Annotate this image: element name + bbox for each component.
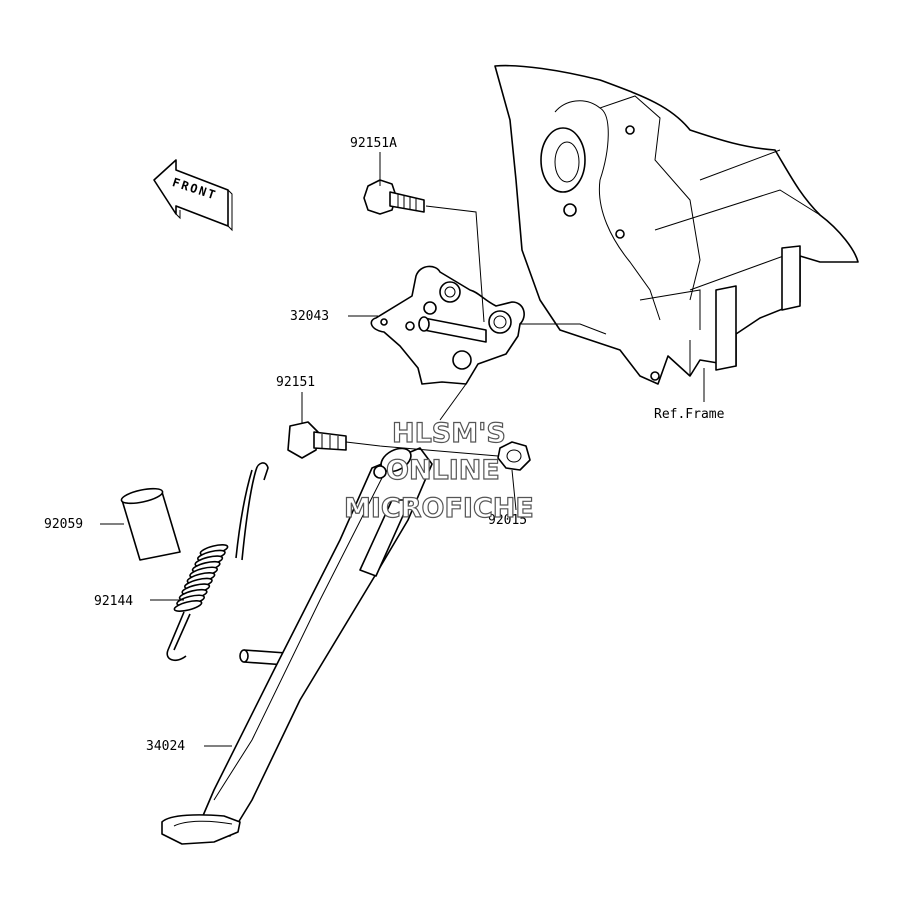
part-labels: 92151A 32043 92151 92015 92059 92144 340… bbox=[44, 136, 725, 754]
frame-drawing bbox=[494, 64, 859, 385]
label-92151: 92151 bbox=[276, 375, 315, 390]
front-arrow: FRONT bbox=[153, 159, 233, 232]
ref-frame-label: Ref.Frame bbox=[654, 407, 725, 422]
bracket-32043 bbox=[370, 265, 525, 385]
spring-92144 bbox=[166, 462, 269, 662]
label-92151A: 92151A bbox=[350, 136, 397, 151]
spring-coil bbox=[173, 600, 203, 612]
watermark-line-3: MICROFICHE bbox=[344, 493, 534, 524]
side-stand-34024 bbox=[161, 447, 433, 845]
bolt-92151A bbox=[363, 179, 425, 215]
watermark-line-2: ONLINE bbox=[386, 455, 500, 486]
label-32043: 32043 bbox=[290, 309, 329, 324]
label-34024: 34024 bbox=[146, 739, 185, 754]
label-92059: 92059 bbox=[44, 517, 83, 532]
leader-lines bbox=[100, 152, 705, 747]
label-92015: 92015 bbox=[488, 513, 527, 528]
bolt-92151 bbox=[287, 421, 347, 459]
watermark: HLSM'S ONLINE MICROFICHE bbox=[343, 417, 534, 524]
nut-92015 bbox=[497, 441, 531, 471]
collar-92059 bbox=[120, 487, 181, 561]
label-92144: 92144 bbox=[94, 594, 133, 609]
watermark-line-1: HLSM'S bbox=[392, 418, 506, 449]
